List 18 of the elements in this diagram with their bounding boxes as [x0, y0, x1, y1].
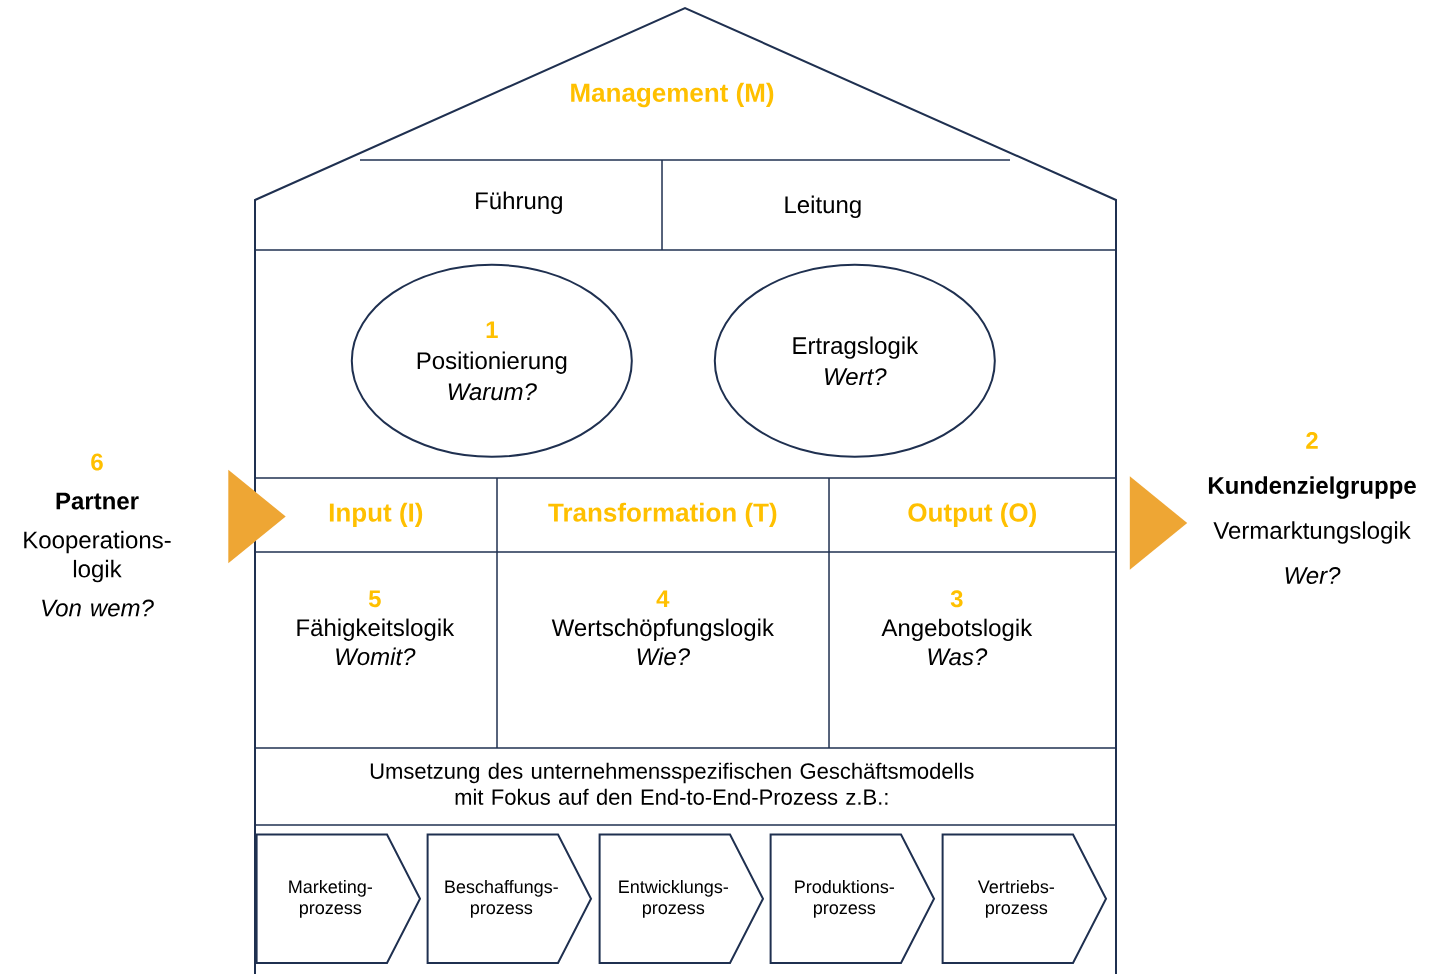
label-text: 2 Kundenzielgruppe Vermarktungslogik Wer? [1208, 432, 1416, 584]
label-text: Führung [476, 191, 562, 214]
table-cell: Output (O) [908, 502, 1036, 527]
label-text: 5 Fähigkeitslogik Womit? [297, 590, 455, 666]
triangle-marker [1129, 476, 1188, 570]
process-step: Beschaffungs- prozess [426, 833, 593, 964]
label-text: 3 Angebotslogik Was? [881, 590, 1033, 666]
triangle-marker [228, 469, 286, 564]
label-text: Umsetzung des unternehmensspezifischen Geschäftsmodells mit Fokus auf den End-to-End-Prozess z.B.: [370, 762, 974, 805]
process-step: Marketing- prozess [255, 833, 422, 964]
process-step: Vertriebs- prozess [941, 833, 1108, 964]
table-cell: Transformation (T) [548, 502, 777, 527]
table-cell: Input (I) [329, 502, 423, 527]
label-text: Leitung [785, 195, 861, 218]
process-step: Produktions- prozess [769, 833, 936, 964]
label-text: 4 Wertschöpfungslogik Wie? [551, 590, 774, 666]
process-step: Entwicklungs- prozess [598, 833, 765, 964]
label-text: 6 Partner Kooperations- logik Von wem? [24, 453, 171, 617]
